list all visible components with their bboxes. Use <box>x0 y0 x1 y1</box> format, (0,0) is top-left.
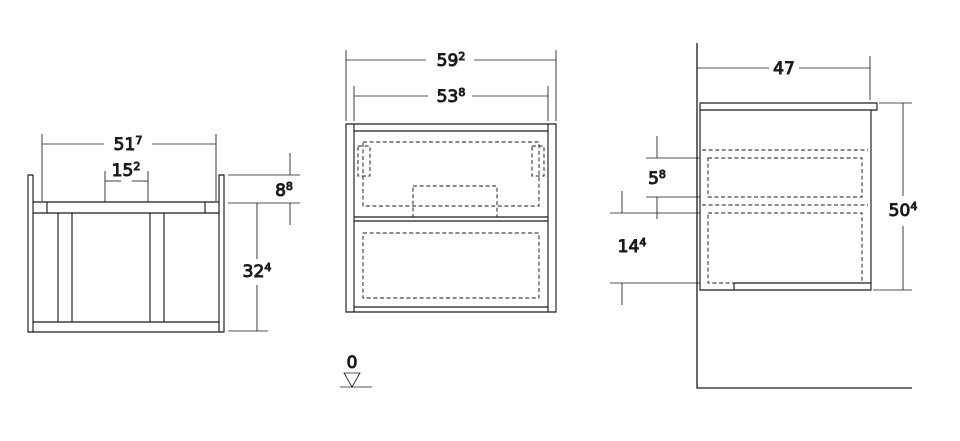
dim-value: 5 <box>648 169 659 189</box>
dim-value: 8 <box>275 181 286 201</box>
dim-superscript: 8 <box>659 168 666 181</box>
dim-value: 50 <box>889 201 911 221</box>
drawing-root: 517 152 88 324 592 538 0 <box>27 43 918 389</box>
datum-marker: 0 <box>340 353 372 388</box>
left-view: 517 152 88 324 <box>27 134 300 333</box>
extension-lines <box>345 50 557 121</box>
dim-label-total-width: 517 <box>114 134 143 155</box>
dim-superscript: 2 <box>458 50 465 63</box>
dim-superscript: 4 <box>639 236 646 249</box>
dim-label-upper-inset: 58 <box>648 168 666 189</box>
dim-value: 59 <box>437 51 459 71</box>
dim-label-lower-inset: 144 <box>618 236 647 257</box>
dim-value: 15 <box>112 161 134 181</box>
dim-superscript: 7 <box>135 134 142 147</box>
dim-label-overall-height: 504 <box>889 200 918 221</box>
dim-label-center-width: 152 <box>112 160 141 181</box>
dim-superscript: 4 <box>910 200 917 213</box>
dim-value: 32 <box>243 262 265 282</box>
datum-zero-label: 0 <box>347 353 358 373</box>
dim-label-body-height: 324 <box>243 261 272 282</box>
extension-lines <box>41 134 300 332</box>
dim-superscript: 8 <box>286 180 293 193</box>
dim-value: 51 <box>114 135 136 155</box>
front-view: 592 538 0 <box>340 50 557 388</box>
wall-and-floor-lines <box>696 43 912 389</box>
cabinet-outline <box>345 123 557 313</box>
dim-value: 0 <box>347 353 358 373</box>
dim-label-top-height: 88 <box>275 180 293 201</box>
cabinet-structure-lines <box>27 174 225 333</box>
cabinet-outline <box>699 102 878 291</box>
dim-value: 53 <box>437 87 459 107</box>
hidden-edges <box>357 141 545 299</box>
datum-triangle-icon <box>343 372 361 388</box>
hidden-edges <box>702 149 868 284</box>
dim-superscript: 2 <box>133 160 140 173</box>
dim-label-depth: 47 <box>773 59 795 79</box>
dim-value: 14 <box>618 237 640 257</box>
dim-superscript: 4 <box>264 261 271 274</box>
dim-value: 47 <box>773 59 795 79</box>
dim-label-drawer-width: 538 <box>437 86 466 107</box>
side-view: 47 504 58 144 <box>610 43 918 389</box>
extension-lines <box>610 56 912 291</box>
dim-label-overall-width: 592 <box>437 50 466 71</box>
dim-superscript: 8 <box>458 86 465 99</box>
